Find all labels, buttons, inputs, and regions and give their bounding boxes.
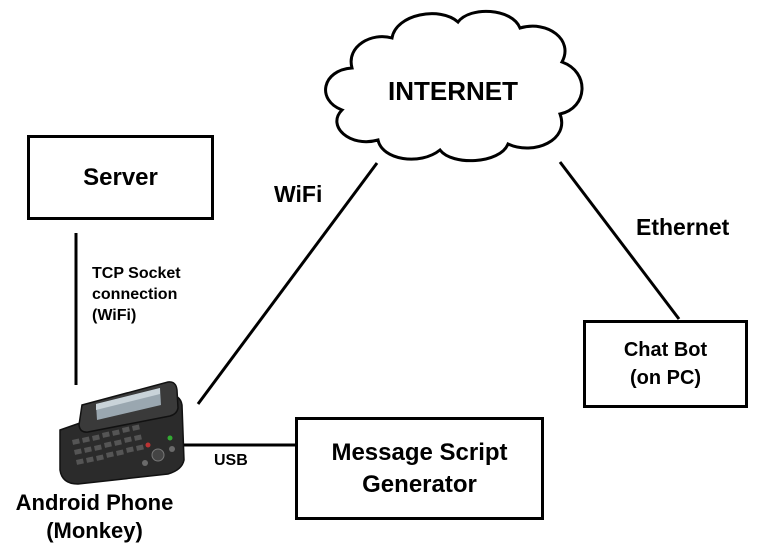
tcp-socket-label: TCP Socket connection (WiFi)	[92, 263, 212, 326]
server-label: Server	[83, 163, 158, 191]
tcp-label-line2: connection	[92, 286, 178, 303]
chatbot-label-line2: (on PC)	[629, 367, 702, 389]
internet-label: INTERNET	[388, 76, 518, 106]
phone-label-line2: (Monkey)	[46, 518, 143, 543]
generator-label-line2: Generator	[362, 470, 477, 498]
internet-cloud	[324, 9, 584, 163]
message-script-generator-box: Message Script Generator	[295, 417, 544, 520]
server-box: Server	[27, 135, 214, 220]
ethernet-connection-line	[558, 161, 681, 320]
android-phone-icon	[59, 381, 185, 485]
ethernet-label: Ethernet	[636, 214, 730, 240]
tcp-label-line3: (WiFi)	[92, 307, 137, 324]
usb-label: USB	[214, 452, 248, 469]
wifi-connection-line	[196, 162, 379, 405]
android-phone-caption: Android Phone (Monkey)	[0, 489, 189, 545]
chat-bot-box: Chat Bot (on PC)	[583, 320, 748, 408]
wifi-label: WiFi	[274, 181, 323, 207]
chatbot-label-line1: Chat Bot	[623, 339, 708, 361]
generator-label-line1: Message Script	[331, 438, 508, 466]
tcp-label-line1: TCP Socket	[92, 265, 181, 282]
phone-label-line1: Android Phone	[15, 490, 174, 515]
